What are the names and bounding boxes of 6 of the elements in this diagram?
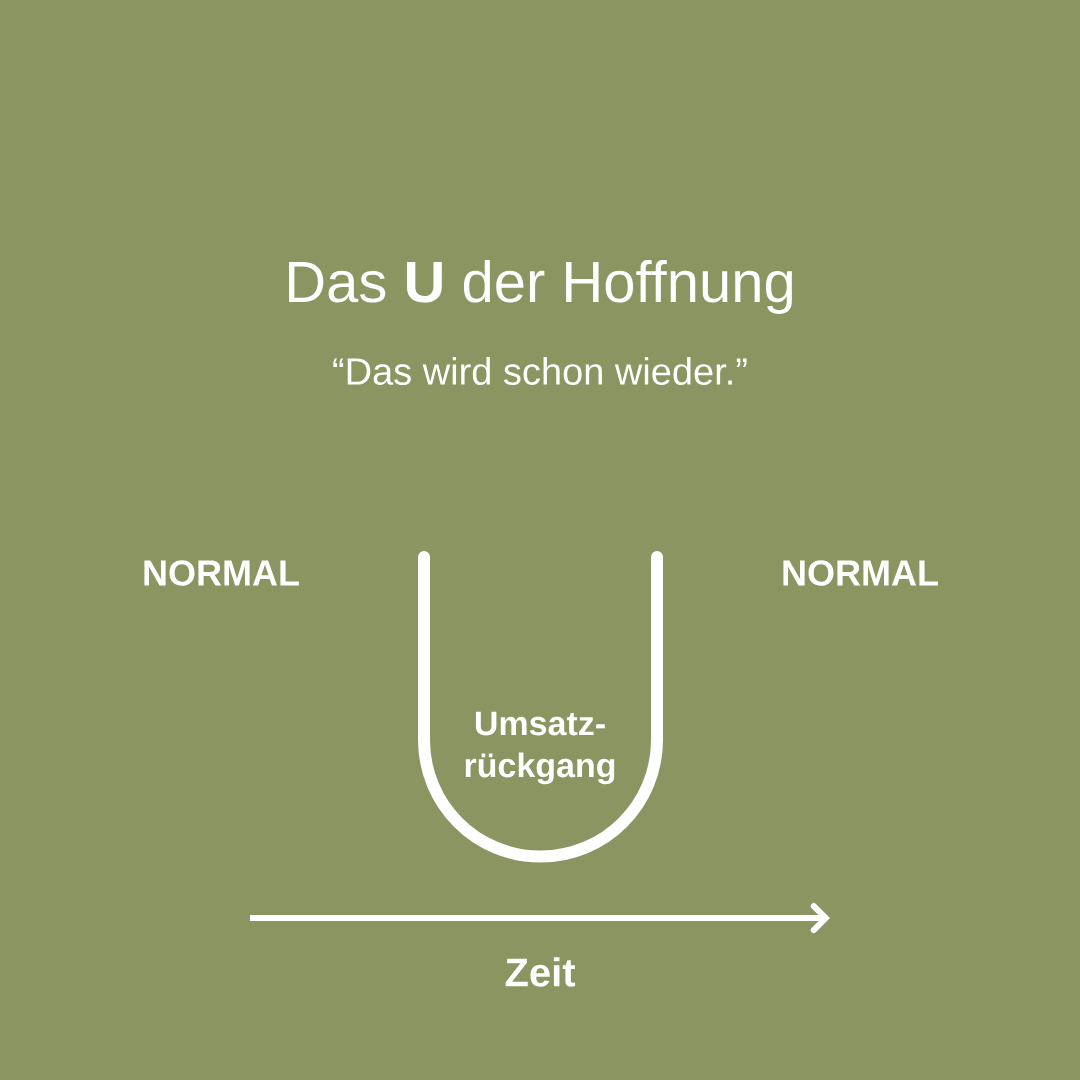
title: Das U der Hoffnung: [289, 259, 792, 315]
axis-label: Zeit: [505, 957, 576, 987]
phase-label: NORMAL: [144, 560, 299, 586]
subtitle: “Das wird schon wieder.”: [333, 357, 747, 385]
phase-label: Umsatz- rückgang: [465, 711, 615, 785]
phase-label: NORMAL: [783, 560, 938, 586]
